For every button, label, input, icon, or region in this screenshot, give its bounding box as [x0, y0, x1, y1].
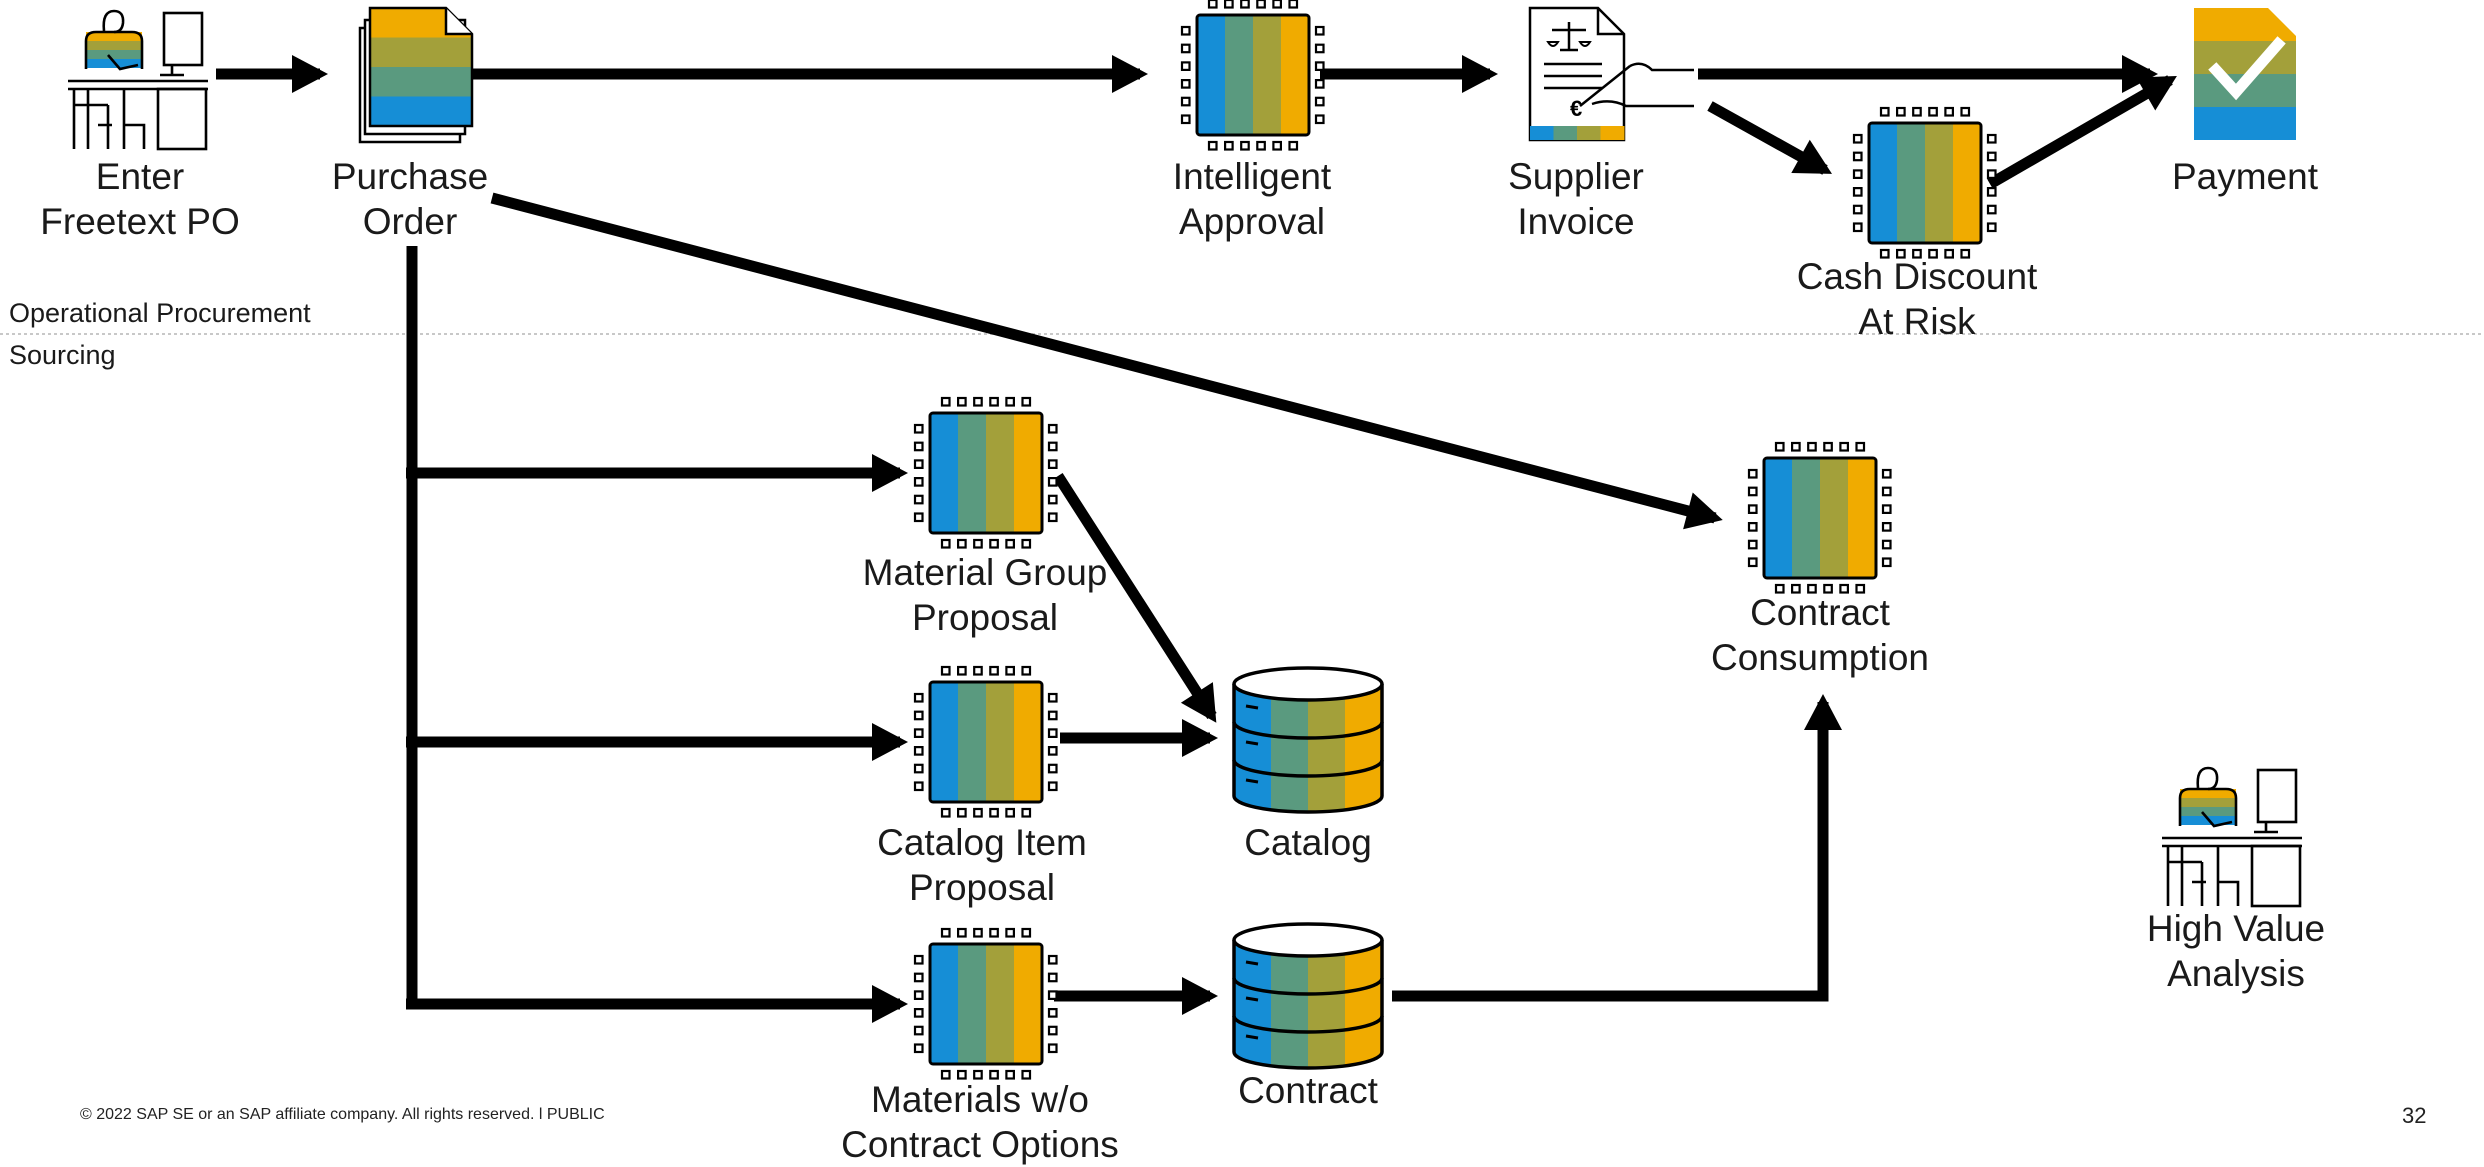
contract-label: Contract — [1238, 1070, 1378, 1111]
contract-database-icon — [1232, 922, 1384, 1070]
arrow-po-to-material-group-head — [872, 454, 908, 492]
checkmark-icon — [2208, 36, 2286, 101]
contract-consumption-icon — [1747, 441, 1892, 594]
arrow-invoice-to-cash-discount-head — [1791, 139, 1832, 174]
page-number: 32 — [2402, 1103, 2427, 1128]
arrow-invoice-to-payment-head — [2122, 55, 2158, 93]
enter-freetext-po-icon — [68, 9, 208, 151]
arrow-po-to-materials-contract-head — [872, 985, 908, 1023]
lane-label-operational-procurement: Operational Procurement — [9, 298, 311, 328]
cash-discount-icon — [1852, 106, 1997, 259]
payment-icon — [2194, 8, 2296, 140]
arrowheads — [292, 55, 2177, 1023]
supplier-invoice-icon: € — [1528, 6, 1694, 142]
arrow-approval-to-invoice-head — [1462, 55, 1498, 93]
arrow-material-group-to-catalog — [1053, 473, 1217, 719]
arrow-po-to-approval-head — [1112, 55, 1148, 93]
copyright-footer: © 2022 SAP SE or an SAP affiliate compan… — [80, 1106, 605, 1123]
payment-label: Payment — [2171, 156, 2318, 197]
catalog-label: Catalog — [1244, 822, 1372, 863]
catalog-database-icon — [1232, 666, 1384, 814]
high-value-analysis-icon — [2162, 766, 2302, 908]
catalog-item-icon — [913, 665, 1058, 818]
arrow-contract-to-consumption-head — [1804, 694, 1842, 730]
arrow-enter-to-po-head — [292, 55, 328, 93]
material-group-icon — [913, 396, 1058, 549]
arrow-catalog-item-to-catalog-head — [1182, 719, 1218, 757]
arrow-material-group-to-catalog-head — [1180, 682, 1217, 723]
euro-symbol: € — [1570, 96, 1582, 121]
lane-label-sourcing: Sourcing — [9, 340, 116, 370]
arrow-po-to-contract-consumption — [490, 192, 1717, 524]
arrow-materials-to-contract-head — [1182, 977, 1218, 1015]
arrow-cash-discount-to-payment — [1987, 75, 2173, 189]
arrow-po-to-contract-consumption-head — [1683, 492, 1723, 530]
purchase-order-icon — [358, 6, 474, 144]
arrow-po-to-catalog-item-head — [872, 723, 908, 761]
intelligent-approval-icon — [1180, 0, 1325, 151]
arrow-cash-discount-to-payment-head — [2136, 75, 2177, 111]
arrow-contract-to-consumption — [1392, 702, 1829, 1002]
materials-contract-icon — [913, 927, 1058, 1080]
